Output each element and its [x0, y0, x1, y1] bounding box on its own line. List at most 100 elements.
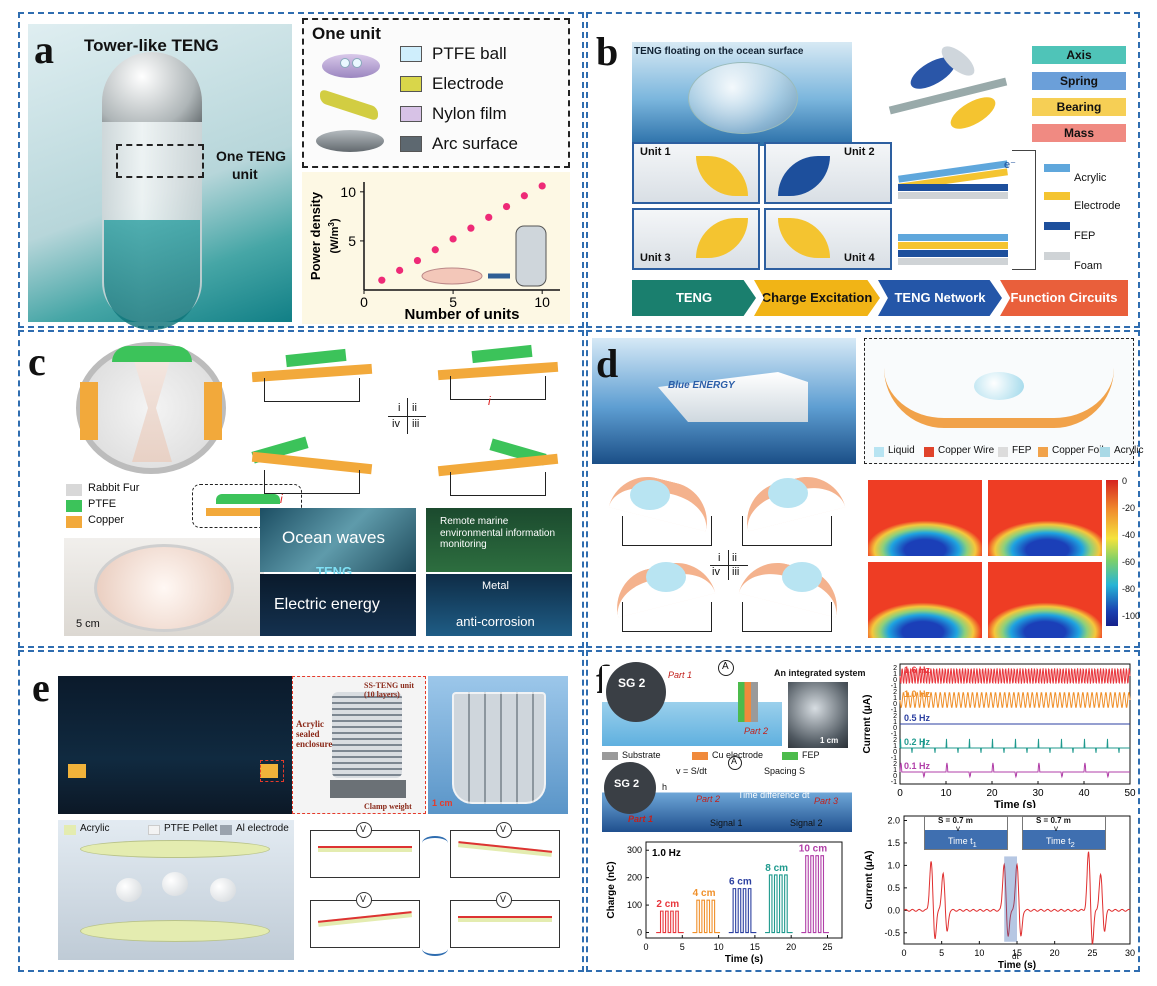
f-label-cu-electrode: Cu electrode: [712, 750, 764, 760]
y-tick-label: 100: [627, 900, 642, 910]
plate-top: [80, 840, 270, 858]
panel-d: Blue ENERGY d Liquid Copper Wire FEP Cop…: [586, 330, 1144, 648]
y-tick-label: 0: [893, 749, 897, 756]
data-point: [538, 182, 546, 190]
anti-corrosion-label-2: anti-corrosion: [456, 614, 535, 629]
x-axis-label: Time (s): [725, 954, 763, 965]
f-swatch-substrate: [602, 752, 618, 760]
velocity-label: v = S/dt: [676, 766, 707, 776]
data-point: [413, 256, 422, 265]
unit-2-label: Unit 2: [844, 146, 875, 158]
series-line: [899, 762, 1130, 779]
series-burst: [692, 899, 721, 934]
dt-inset-2: [1022, 816, 1106, 850]
d-stage-1-circuit: [622, 516, 712, 546]
e-meter-3-label: V: [360, 894, 367, 904]
teng-unit-highlight: [116, 144, 204, 178]
y-tick-label: 1: [893, 767, 897, 774]
x-tick-label: 20: [986, 788, 998, 799]
y-tick-label: -1: [891, 779, 897, 786]
one-unit-title: One unit: [312, 24, 381, 43]
y-unit-base: (W/m: [329, 226, 341, 253]
enclosure-clamp: [330, 780, 406, 798]
legend-label-ptfe-ball: PTFE ball: [432, 44, 507, 63]
electric-energy-tile: [260, 574, 416, 636]
panel-c-label: c: [28, 339, 46, 384]
series-line: [899, 667, 1131, 685]
c-current-stage-4: i: [280, 492, 283, 506]
c-swatch-ptfe: [66, 500, 82, 512]
clamp-weight-label: Clamp weight: [364, 802, 412, 811]
single-unit-icon: [421, 267, 483, 285]
panel-c: c Rabbit Fur PTFE Copper 5 cm i ii iv ii…: [18, 330, 584, 648]
data-point: [396, 266, 404, 274]
d-label-acrylic: Acrylic: [1114, 445, 1144, 456]
d-swatch-acrylic: [1100, 447, 1110, 457]
integrated-label: An integrated system: [774, 668, 866, 678]
inset-2-time-sub: 2: [1070, 839, 1075, 849]
y-tick-label: -1: [891, 755, 897, 762]
inset-1-velocity: v: [956, 824, 960, 833]
legend-label-electrode: Electrode: [432, 74, 504, 93]
legend-label-arc-surface: Arc surface: [432, 134, 518, 153]
x-tick-label: 5: [939, 948, 944, 958]
d-label-fep: FEP: [1012, 445, 1032, 456]
colorbar-tick-60: -60: [1122, 557, 1136, 567]
x-axis-label: Time (s): [998, 960, 1036, 970]
x-tick-label: 50: [1124, 788, 1136, 799]
ss-teng-unit-label: SS-TENG unit (10 layers): [364, 681, 415, 699]
e-label-ptfe-pellet: PTFE Pellet: [164, 823, 218, 834]
e-label-al-electrode: Al electrode: [236, 823, 289, 834]
c-layer-inset-copper: [206, 508, 290, 516]
series-burst: [656, 910, 684, 934]
series-label: 1.0 Hz: [904, 689, 931, 699]
data-point: [378, 276, 386, 284]
e-cycle-arrow-bottom: [422, 942, 448, 956]
x-tick-label: 0: [897, 788, 903, 799]
f-swatch-fep: [782, 752, 798, 760]
x-tick-label: 25: [1087, 948, 1097, 958]
data-point: [502, 202, 511, 211]
c-stage-iii: iii: [412, 418, 420, 430]
remote-monitoring-label: Remote marine environmental information …: [440, 516, 556, 550]
d-label-copper-foil: Copper Foil: [1052, 445, 1104, 456]
y-tick-label: 1.5: [887, 838, 900, 848]
plot-frame: [645, 841, 843, 939]
material-label-electrode: Electrode: [1074, 200, 1121, 212]
ring-device-copper-right: [204, 382, 222, 440]
e-meter-3: [356, 892, 372, 908]
e-scale-label: 1 cm: [432, 798, 453, 808]
x-tick-label: 30: [1032, 788, 1044, 799]
x-tick-label: 15: [750, 942, 760, 952]
signal-2-label: Signal 2: [790, 818, 823, 828]
y-tick-label: -1: [891, 707, 897, 714]
d-stage-1-droplet: [630, 480, 670, 510]
potential-map-2: [988, 480, 1102, 556]
x-tick-label: 15: [1012, 948, 1022, 958]
c-label-rabbit-fur: Rabbit Fur: [88, 482, 140, 494]
colorbar-tick-20: -20: [1122, 503, 1136, 513]
material-swatch-electrode: [1044, 192, 1070, 200]
pellet-1: [116, 878, 142, 902]
d-swatch-copper-foil: [1038, 447, 1048, 457]
y-unit-close: ): [329, 218, 341, 222]
data-point: [520, 192, 528, 200]
e-swatch-acrylic: [64, 825, 76, 835]
c-layer-inset: [192, 484, 302, 528]
c-layer-inset-ptfe: [216, 494, 280, 504]
c-stage-i: i: [398, 402, 401, 414]
mechanism-render: [878, 41, 1018, 142]
ammeter-bottom-label: A: [731, 756, 738, 766]
x-axis-label: Time (s): [994, 799, 1036, 808]
e-cycle-diagram: V V V V: [300, 822, 572, 962]
panel-b: TENG floating on the ocean surface b Axi…: [586, 12, 1140, 328]
series-label: 10 cm: [799, 844, 827, 855]
legend-swatch-ptfe-ball: [400, 46, 422, 62]
component-axis: Axis: [1032, 46, 1126, 64]
series-label: 2 cm: [656, 899, 679, 910]
d-device-droplet: [974, 372, 1024, 400]
e-meter-2-label: V: [500, 824, 507, 834]
c-current-stage-2: i: [488, 394, 491, 408]
buoy-left: [68, 764, 86, 778]
